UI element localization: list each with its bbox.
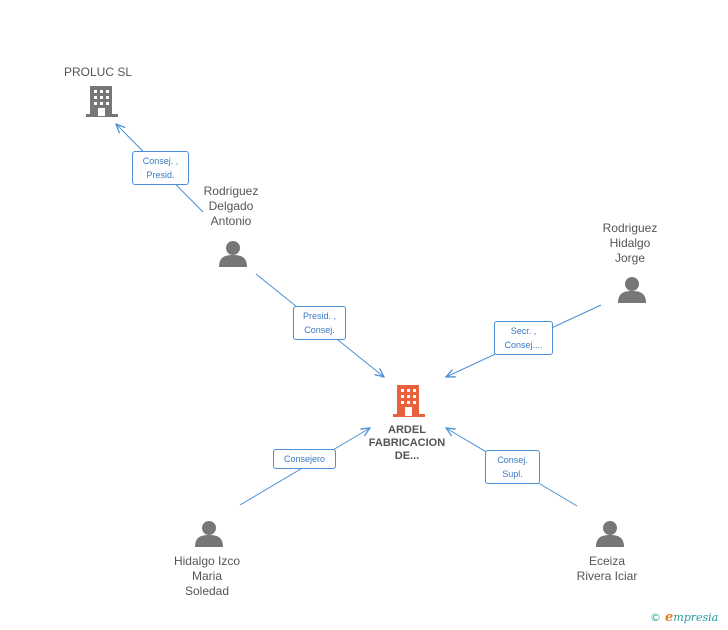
node-label-hidalgo-jorge[interactable]: Rodriguez Hidalgo Jorge xyxy=(602,221,658,265)
person-icon-izco[interactable] xyxy=(195,521,223,547)
empresia-logo[interactable]: © empresia xyxy=(650,610,718,625)
node-label-delgado[interactable]: Rodriguez Delgado Antonio xyxy=(203,184,259,228)
edge-label-delgado-proluc: Consej. , Presid. xyxy=(132,151,189,185)
person-icon-hidalgo-jorge[interactable] xyxy=(618,277,646,303)
edge-label-jorge-ardel: Secr. , Consej.... xyxy=(494,321,553,355)
brand-name: mpresia xyxy=(673,611,719,624)
brand-initial: e xyxy=(665,610,674,625)
person-icon-eceiza[interactable] xyxy=(596,521,624,547)
node-label-proluc[interactable]: PROLUC SL xyxy=(63,65,133,79)
copyright-symbol: © xyxy=(650,611,661,624)
node-label-eceiza[interactable]: Eceiza Rivera Iciar xyxy=(576,554,638,583)
edge-label-eceiza-ardel: Consej. Supl. xyxy=(485,450,540,484)
edge-label-delgado-ardel: Presid. , Consej. xyxy=(293,306,346,340)
edge-label-izco-ardel: Consejero xyxy=(273,449,336,469)
person-icon-delgado[interactable] xyxy=(219,241,247,267)
node-label-izco[interactable]: Hidalgo Izco Maria Soledad xyxy=(173,554,241,598)
main-company-building-icon[interactable] xyxy=(393,385,425,417)
node-label-ardel[interactable]: ARDEL FABRICACION DE... xyxy=(368,424,446,462)
building-icon[interactable] xyxy=(86,86,118,118)
